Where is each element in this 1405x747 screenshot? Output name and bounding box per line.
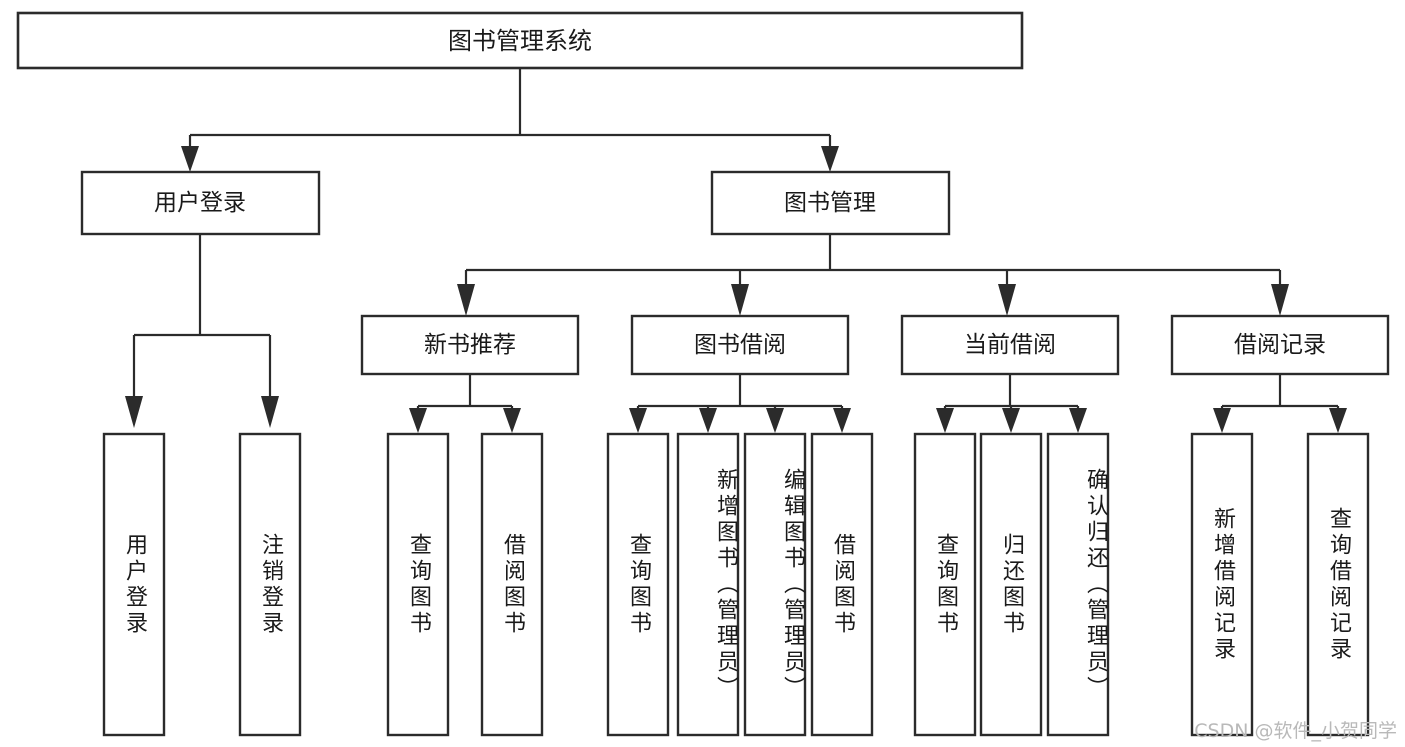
arrow-head-leaf-new-book-rec-0 bbox=[409, 408, 427, 433]
leaf-box-book-borrow-1[interactable] bbox=[676, 432, 740, 737]
node-user-login-box[interactable] bbox=[80, 170, 321, 236]
node-root-box[interactable] bbox=[16, 11, 1024, 70]
leaf-box-borrow-record-1[interactable] bbox=[1306, 432, 1370, 737]
arrow-head-user-login bbox=[181, 146, 199, 172]
node-root[interactable]: 图书管理系统 bbox=[16, 11, 1024, 70]
node-user-login[interactable]: 用户登录 bbox=[80, 170, 321, 236]
leaf-box-current-borrow-0[interactable] bbox=[913, 432, 977, 737]
node-current-borrow-box[interactable] bbox=[900, 314, 1120, 376]
arrow-head-book-borrow bbox=[731, 284, 749, 316]
arrow-head-leaf-new-book-rec-1 bbox=[503, 408, 521, 433]
arrow-head-borrow-record bbox=[1271, 284, 1289, 316]
node-user-login-label: 用户登录 bbox=[154, 190, 246, 216]
arrow-head-current-borrow bbox=[998, 284, 1016, 316]
leaf-box-book-borrow-2[interactable] bbox=[743, 432, 807, 737]
leaf-box-layer bbox=[102, 432, 1370, 737]
connector-layer bbox=[125, 68, 1347, 433]
node-book-manage-label: 图书管理 bbox=[784, 190, 876, 216]
arrow-head-leaf-user-login-0 bbox=[125, 396, 143, 428]
node-current-borrow-label: 当前借阅 bbox=[964, 332, 1056, 358]
node-current-borrow[interactable]: 当前借阅 bbox=[900, 314, 1120, 376]
node-new-book-rec-label: 新书推荐 bbox=[424, 332, 516, 358]
node-borrow-record-box[interactable] bbox=[1170, 314, 1390, 376]
node-book-borrow-box[interactable] bbox=[630, 314, 850, 376]
leaf-box-user-login-1[interactable] bbox=[238, 432, 302, 737]
node-book-manage[interactable]: 图书管理 bbox=[710, 170, 951, 236]
arrow-head-leaf-current-borrow-0 bbox=[936, 408, 954, 433]
watermark-text: CSDN @软件_小贺同学 bbox=[1194, 720, 1397, 742]
arrow-head-leaf-user-login-1 bbox=[261, 396, 279, 428]
arrow-head-leaf-borrow-record-0 bbox=[1213, 408, 1231, 433]
arrow-head-leaf-book-borrow-2 bbox=[766, 408, 784, 433]
arrow-head-leaf-borrow-record-1 bbox=[1329, 408, 1347, 433]
arrow-head-book-manage bbox=[821, 146, 839, 172]
leaf-box-user-login-0[interactable] bbox=[102, 432, 166, 737]
leaf-box-new-book-rec-1[interactable] bbox=[480, 432, 544, 737]
node-new-book-rec-box[interactable] bbox=[360, 314, 580, 376]
leaf-box-borrow-record-0[interactable] bbox=[1190, 432, 1254, 737]
node-root-label: 图书管理系统 bbox=[448, 27, 592, 55]
leaf-box-current-borrow-1[interactable] bbox=[979, 432, 1043, 737]
node-borrow-record[interactable]: 借阅记录 bbox=[1170, 314, 1390, 376]
arrow-head-leaf-book-borrow-1 bbox=[699, 408, 717, 433]
arrow-head-leaf-current-borrow-2 bbox=[1069, 408, 1087, 433]
leaf-box-book-borrow-0[interactable] bbox=[606, 432, 670, 737]
leaf-box-current-borrow-2[interactable] bbox=[1046, 432, 1110, 737]
arrow-head-leaf-book-borrow-3 bbox=[833, 408, 851, 433]
node-book-borrow-label: 图书借阅 bbox=[694, 332, 786, 358]
leaf-box-new-book-rec-0[interactable] bbox=[386, 432, 450, 737]
node-borrow-record-label: 借阅记录 bbox=[1234, 332, 1326, 358]
arrow-head-leaf-current-borrow-1 bbox=[1002, 408, 1020, 433]
node-book-borrow[interactable]: 图书借阅 bbox=[630, 314, 850, 376]
node-book-manage-box[interactable] bbox=[710, 170, 951, 236]
arrow-head-leaf-book-borrow-0 bbox=[629, 408, 647, 433]
arrow-head-new-book-rec bbox=[457, 284, 475, 316]
node-new-book-rec[interactable]: 新书推荐 bbox=[360, 314, 580, 376]
leaf-box-book-borrow-3[interactable] bbox=[810, 432, 874, 737]
